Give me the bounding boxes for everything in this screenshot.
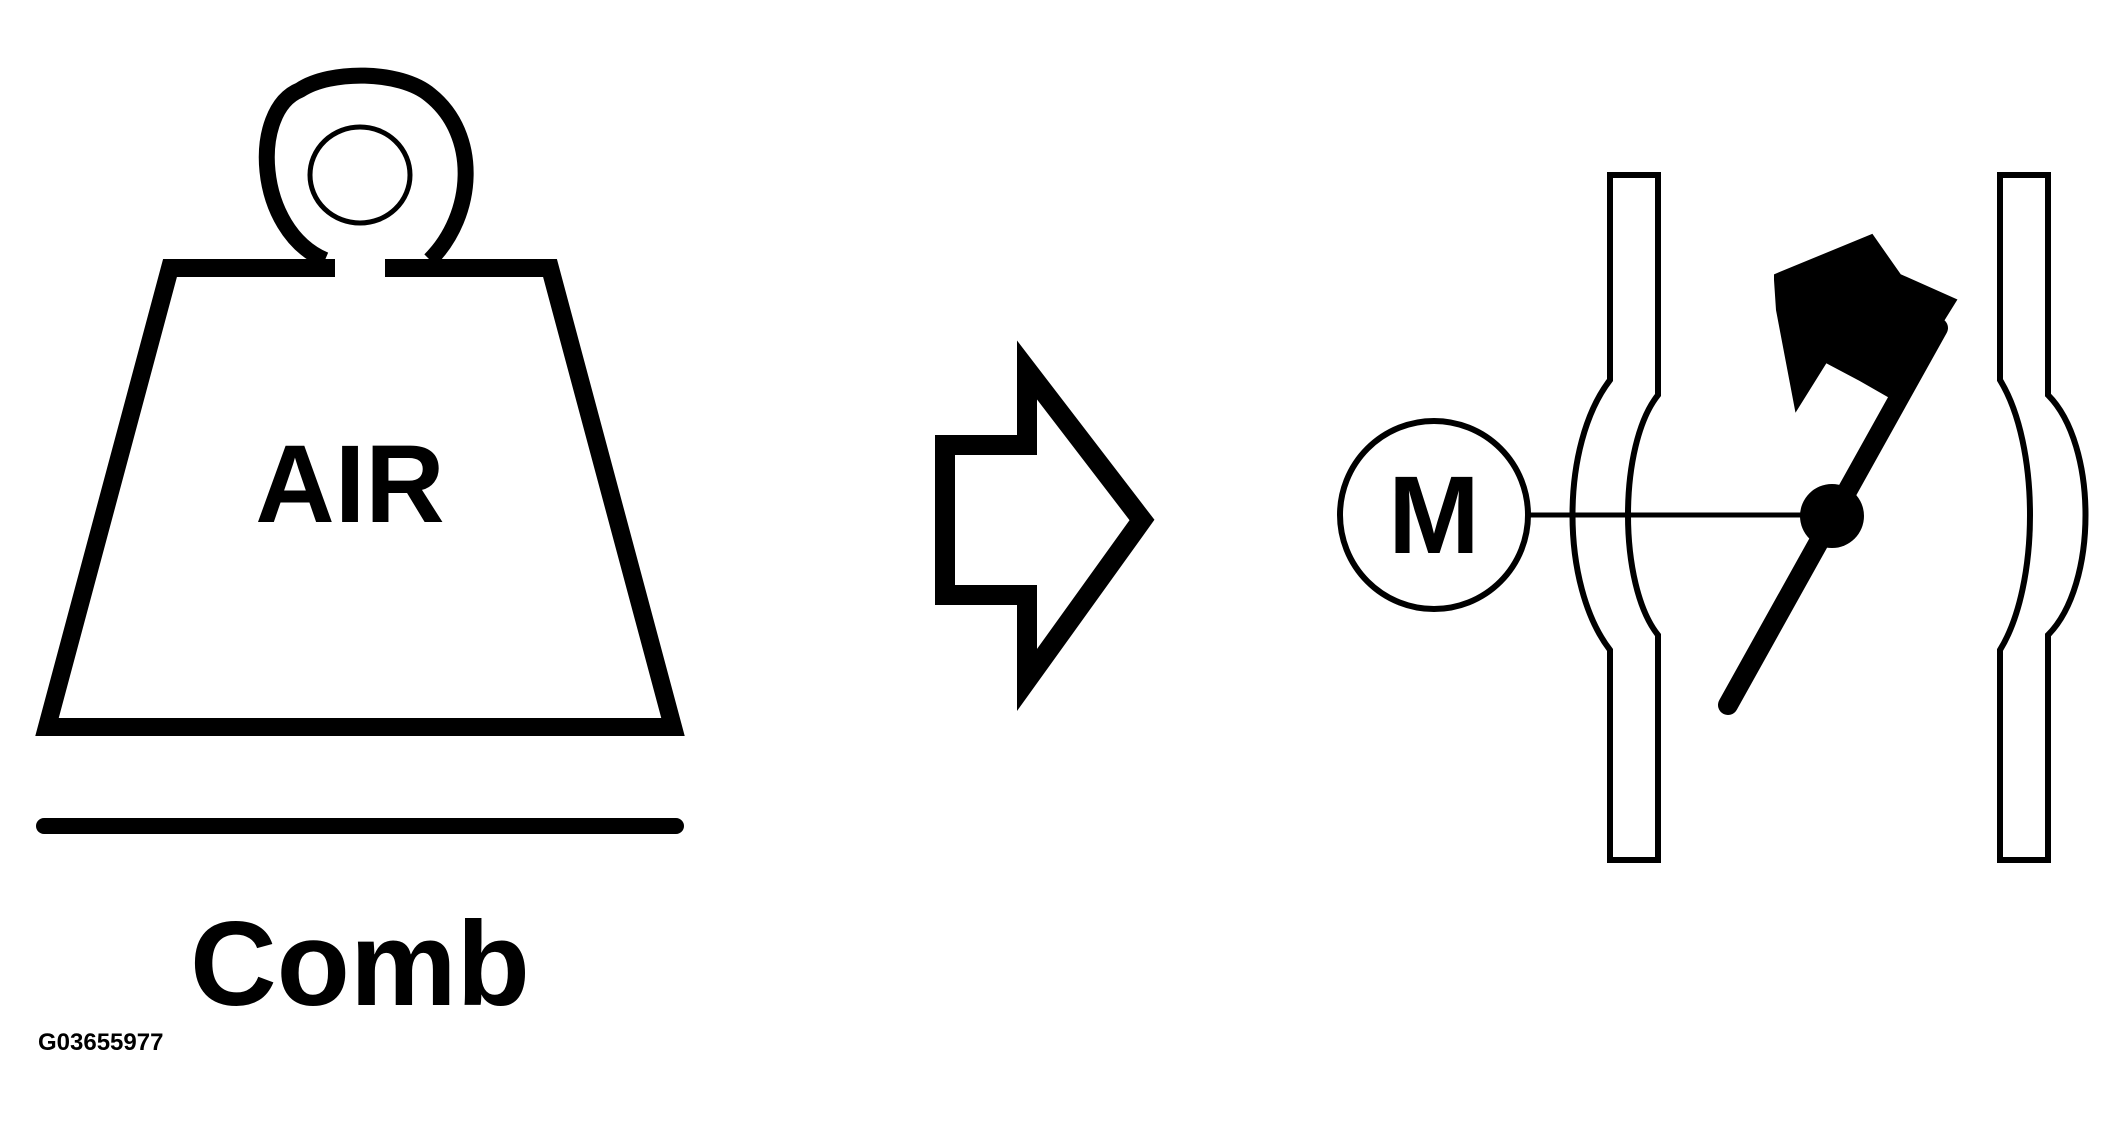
motor-label: M xyxy=(1388,454,1480,577)
weight-body xyxy=(35,259,685,736)
figure-id: G03655977 xyxy=(38,1029,163,1056)
weight-caption: Comb xyxy=(190,897,530,1031)
right-arrow-icon xyxy=(935,340,1155,712)
weight-ring-outer xyxy=(258,67,474,268)
motor-icon: M xyxy=(1337,418,1531,612)
rotation-arrow-icon xyxy=(1774,233,1958,413)
throttle-pivot xyxy=(1800,484,1864,548)
weight-label: AIR xyxy=(255,423,444,546)
air-weight-icon: AIR xyxy=(35,67,685,736)
weight-ring-inner xyxy=(307,124,413,226)
throttle-bore-right-wall xyxy=(1997,172,2089,863)
